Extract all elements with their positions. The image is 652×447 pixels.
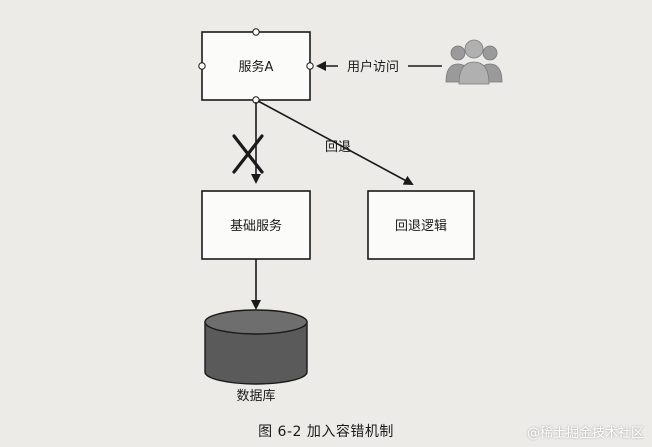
fallback-label: 回退 bbox=[325, 140, 351, 155]
cross-icon bbox=[232, 134, 264, 174]
service-a-box bbox=[201, 31, 311, 101]
user-access-label: 用户访问 bbox=[347, 59, 399, 75]
service-a-label: 服务A bbox=[239, 59, 274, 75]
base-service-box bbox=[201, 190, 311, 260]
users-icon bbox=[445, 39, 503, 85]
fallback-arrow bbox=[257, 100, 414, 185]
handle-top bbox=[252, 28, 260, 36]
watermark: @稀土掘金技术社区 bbox=[526, 426, 644, 441]
handle-left bbox=[198, 62, 206, 70]
database-cylinder bbox=[204, 309, 308, 385]
base-service-label: 基础服务 bbox=[230, 218, 282, 234]
fallback-logic-box bbox=[367, 190, 475, 260]
figure-caption: 图 6-2 加入容错机制 bbox=[258, 424, 394, 440]
database-label: 数据库 bbox=[236, 388, 275, 404]
fallback-logic-label: 回退逻辑 bbox=[395, 219, 447, 234]
handle-right bbox=[306, 62, 314, 70]
